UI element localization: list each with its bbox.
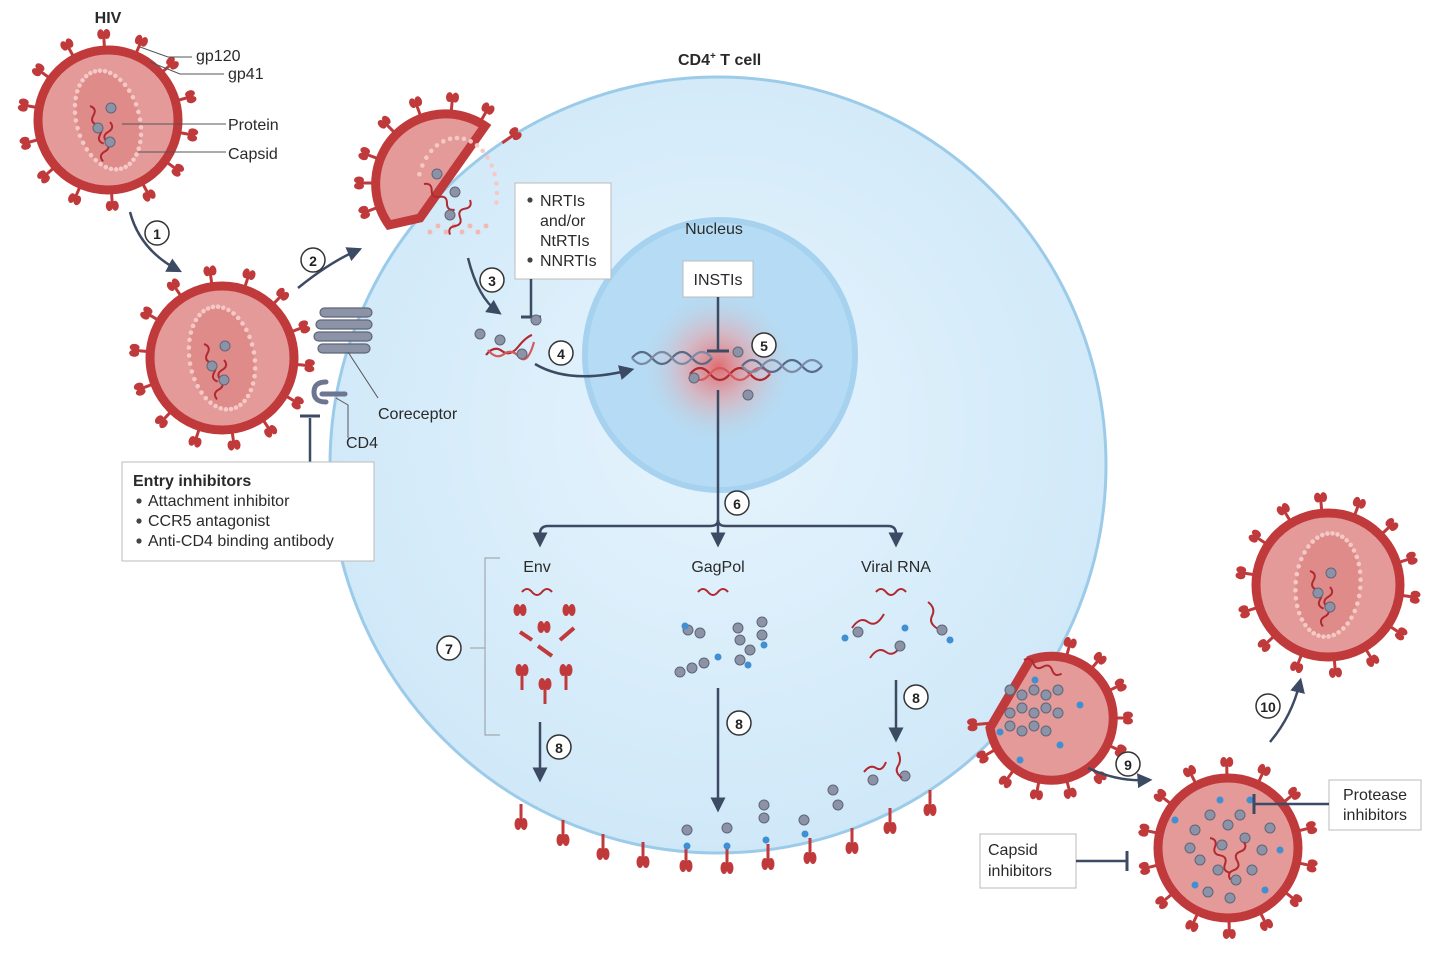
capsid-label: Capsid bbox=[228, 146, 278, 163]
step-8-marker: 8 bbox=[904, 685, 928, 709]
coreceptor-label: Coreceptor bbox=[378, 406, 458, 423]
virion-icon bbox=[1235, 492, 1421, 678]
bullet-icon bbox=[527, 257, 532, 262]
nucleus-label: Nucleus bbox=[685, 221, 743, 238]
hiv-title: HIV bbox=[95, 10, 122, 27]
step-8-marker: 8 bbox=[547, 735, 571, 759]
step-number: 10 bbox=[1260, 699, 1276, 715]
protein-bead-icon bbox=[689, 373, 699, 383]
step-number: 8 bbox=[735, 716, 743, 732]
gp41-label: gp41 bbox=[228, 66, 264, 83]
step-7-marker: 7 bbox=[437, 636, 461, 660]
entry-inhibitor-item: CCR5 antagonist bbox=[148, 513, 270, 530]
virion-icon bbox=[17, 29, 198, 211]
step-number: 6 bbox=[733, 496, 741, 512]
nnrtis-label: NNRTIs bbox=[540, 253, 597, 270]
gagpol-label: GagPol bbox=[691, 559, 744, 576]
step-9-marker: 9 bbox=[1116, 752, 1140, 776]
bullet-icon bbox=[136, 518, 141, 523]
ntrtis-label: NtRTIs bbox=[540, 233, 589, 250]
capsid-inhibitors-label: inhibitors bbox=[988, 863, 1052, 880]
cd4-label: CD4 bbox=[346, 435, 378, 452]
step-number: 9 bbox=[1124, 757, 1132, 773]
instis-label: INSTIs bbox=[694, 272, 743, 289]
protease-inhibitors-label: inhibitors bbox=[1343, 807, 1407, 824]
immature-virion-icon bbox=[1138, 757, 1319, 939]
bullet-icon bbox=[527, 197, 532, 202]
entry-inhibitor-item: Anti-CD4 binding antibody bbox=[148, 533, 334, 550]
protein-label: Protein bbox=[228, 117, 279, 134]
step-5-marker: 5 bbox=[752, 333, 776, 357]
step-1-marker: 1 bbox=[145, 221, 169, 245]
step-6-marker: 6 bbox=[725, 491, 749, 515]
viral-rna-label: Viral RNA bbox=[861, 559, 931, 576]
step-number: 5 bbox=[760, 338, 768, 354]
gp120-label: gp120 bbox=[196, 48, 241, 65]
env-label: Env bbox=[523, 559, 551, 576]
step-4-marker: 4 bbox=[549, 341, 573, 365]
bullet-icon bbox=[136, 498, 141, 503]
step-10-marker: 10 bbox=[1256, 694, 1280, 718]
protein-bead-icon bbox=[743, 390, 753, 400]
protease-label: Protease bbox=[1343, 787, 1407, 804]
step-number: 4 bbox=[557, 346, 565, 362]
step-number: 2 bbox=[309, 253, 317, 269]
virion-icon bbox=[129, 265, 315, 451]
cell-title: CD4+ T cell bbox=[678, 51, 761, 69]
step-2-marker: 2 bbox=[301, 248, 325, 272]
capsid-inh-label: Capsid bbox=[988, 842, 1038, 859]
entry-inhibitors-title: Entry inhibitors bbox=[133, 473, 251, 490]
bullet-icon bbox=[136, 538, 141, 543]
step-number: 7 bbox=[445, 641, 453, 657]
protein-bead-icon bbox=[733, 347, 743, 357]
step-number: 8 bbox=[912, 690, 920, 706]
nrtis-label: NRTIs bbox=[540, 193, 585, 210]
step-number: 3 bbox=[488, 273, 496, 289]
step-8-marker: 8 bbox=[727, 711, 751, 735]
step-number: 1 bbox=[153, 226, 161, 242]
andor-label: and/or bbox=[540, 213, 586, 230]
entry-inhibitor-item: Attachment inhibitor bbox=[148, 493, 290, 510]
step-number: 8 bbox=[555, 740, 563, 756]
step-3-marker: 3 bbox=[480, 268, 504, 292]
